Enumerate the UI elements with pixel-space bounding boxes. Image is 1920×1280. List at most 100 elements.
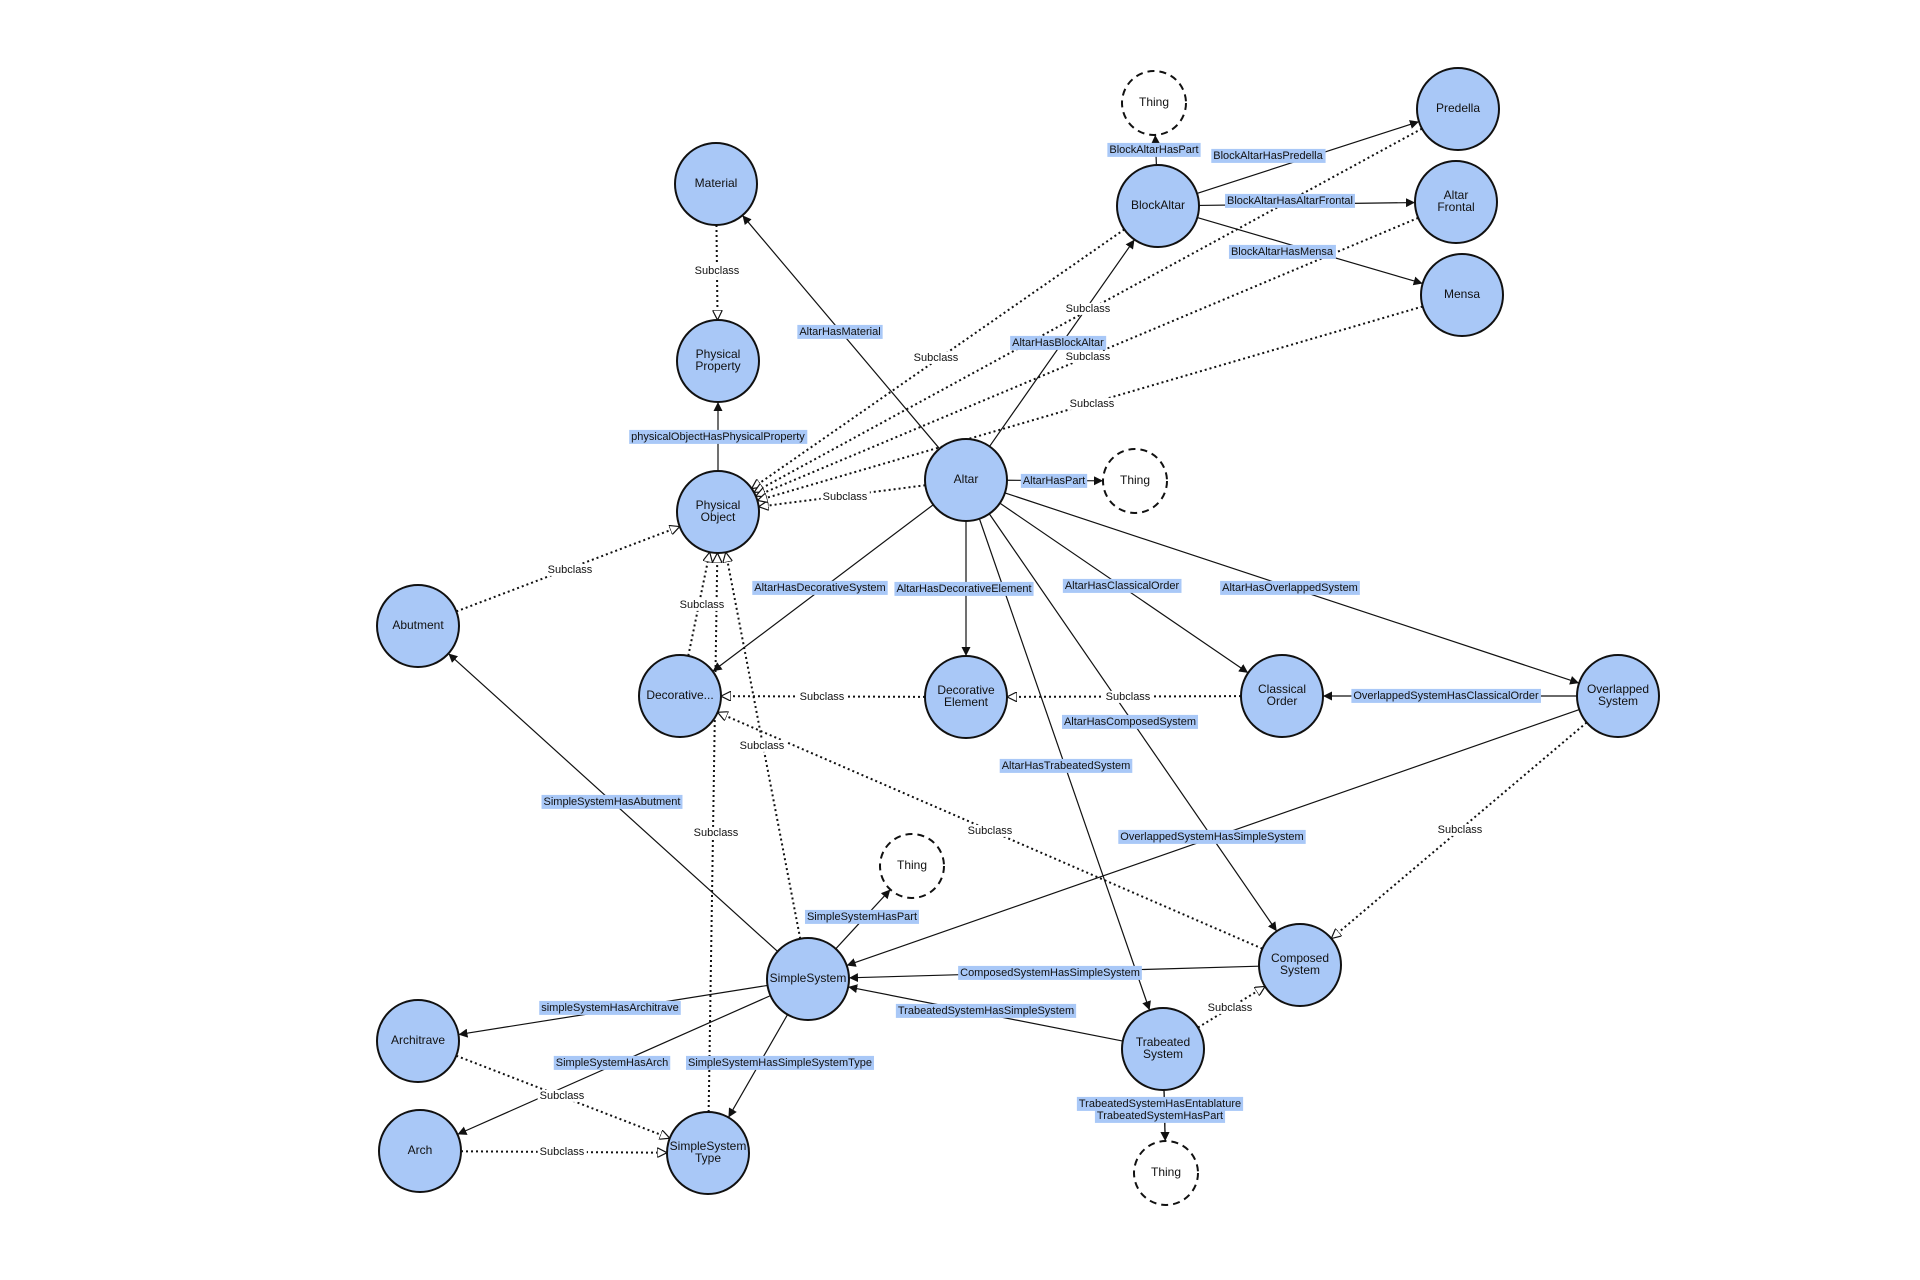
edge-label-background [629,429,808,444]
edge-label-altar-has-composed-system: AltarHasComposedSystem [1061,714,1199,729]
class-node-circle [1576,654,1660,738]
labels-layer: AltarHasMaterial physicalObjectHasPhysica… [537,142,1541,1158]
edge-label-background [1351,688,1541,703]
node-decorative-system[interactable]: Decorative... [638,654,722,738]
edge-label-background [958,965,1142,980]
edge-label-simple-system-has-arch: SimpleSystemHasArch [553,1055,671,1070]
edge-label-background [1211,148,1326,163]
subclass-label-background [537,1089,587,1102]
node-arch[interactable]: Arch [378,1109,462,1193]
subclass-label: Subclass [1103,690,1153,703]
node-architrave[interactable]: Architrave [376,999,460,1083]
edge-label-text: Subclass [540,1090,585,1102]
node-simple-system[interactable]: SimpleSystem [766,937,850,1021]
edge-label-text: SimpleSystemHasSimpleSystemType [688,1057,872,1069]
edge-label-simple-system-has-simple-system-type: SimpleSystemHasSimpleSystemType [685,1055,875,1070]
edge-label-altar-has-trabeated-system: AltarHasTrabeatedSystem [999,758,1133,773]
subclass-label-background [677,598,727,611]
node-thing-simple[interactable]: Thing [879,833,945,899]
class-node-circle [378,1109,462,1193]
subclass-label: Subclass [691,826,741,839]
edge-label-text: SimpleSystemHasPart [807,911,917,923]
edge-label-text: Subclass [1066,303,1111,315]
node-altar[interactable]: Altar [924,438,1008,522]
class-node-circle [676,470,760,554]
edge-label-overlapped-system-has-classical-order: OverlappedSystemHasClassicalOrder [1351,688,1541,703]
edge-label-text: BlockAltarHasAltarFrontal [1227,195,1353,207]
edge-label-trabeated-system-has-simple-system: TrabeatedSystemHasSimpleSystem [895,1003,1077,1018]
edge-label-background [1010,335,1107,350]
edge-label-text: Subclass [968,825,1013,837]
edge-label-text: Subclass [1106,691,1151,703]
subclass-label-background [1063,350,1113,363]
edge-label-background [1020,473,1088,488]
edge-label-background [1118,829,1306,844]
node-thing-trabeated[interactable]: Thing [1133,1140,1199,1206]
edge-label-text: Subclass [914,352,959,364]
node-thing-block[interactable]: Thing [1121,70,1187,136]
node-abutment[interactable]: Abutment [376,584,460,668]
edge-label-background [1061,714,1199,729]
class-node-circle [676,319,760,403]
subclass-label-background [692,264,742,277]
node-label: Predella [1436,101,1480,115]
edge-label-altar-has-classical-order: AltarHasClassicalOrder [1062,578,1182,593]
edge-label-background [752,580,888,595]
node-predella[interactable]: Predella [1416,67,1500,151]
class-node-circle [638,654,722,738]
node-label: Thing [1139,95,1169,109]
thing-node-circle [1102,448,1168,514]
thing-node-circle [1121,70,1187,136]
node-label: Thing [897,858,927,872]
node-label: Architrave [391,1033,445,1047]
node-material[interactable]: Material [674,142,758,226]
class-node-circle [1240,654,1324,738]
edge-label-background [1225,193,1355,208]
node-block-altar[interactable]: BlockAltar [1116,164,1200,248]
edge-label-text: OverlappedSystemHasSimpleSystem [1120,831,1303,843]
edge-label-background [804,909,920,924]
edge-label-block-altar-has-mensa: BlockAltarHasMensa [1228,244,1336,259]
edge-label-altar-has-overlapped-system: AltarHasOverlappedSystem [1220,580,1360,595]
node-label: Mensa [1444,287,1480,301]
edge-label-text: TrabeatedSystemHasPart [1097,1110,1223,1122]
subclass-edge-trabeated_system-composed_system [1197,985,1265,1029]
subclass-edge-arch-simple_system_type [460,1151,667,1152]
edge-label-simple-system-has-part: SimpleSystemHasPart [804,909,920,924]
class-node-circle [924,655,1008,739]
edge-label-overlapped-system-has-simple-system: OverlappedSystemHasSimpleSystem [1118,829,1306,844]
class-node-circle [1414,160,1498,244]
edge-label-text: Subclass [680,599,725,611]
edge-label-text: AltarHasDecorativeSystem [754,582,885,594]
subclass-label: Subclass [1205,1001,1255,1014]
edge-label-text: physicalObjectHasPhysicalProperty [631,431,805,443]
edge-label-text: Subclass [548,564,593,576]
node-label: BlockAltar [1131,198,1185,212]
subclass-label-background [1103,690,1153,703]
node-mensa[interactable]: Mensa [1420,253,1504,337]
edge-label-background [1220,580,1360,595]
edge-label-text: Subclass [695,265,740,277]
node-thing-altar[interactable]: Thing [1102,448,1168,514]
edge-label-text: AltarHasMaterial [799,326,880,338]
edge-label-text: SimpleSystemHasArch [556,1057,668,1069]
class-node-circle [1258,923,1342,1007]
edge-label-background [539,1000,681,1015]
edge-label-trabeated-system-has-part: TrabeatedSystemHasPart [1094,1108,1226,1123]
subclass-label-background [797,690,847,703]
